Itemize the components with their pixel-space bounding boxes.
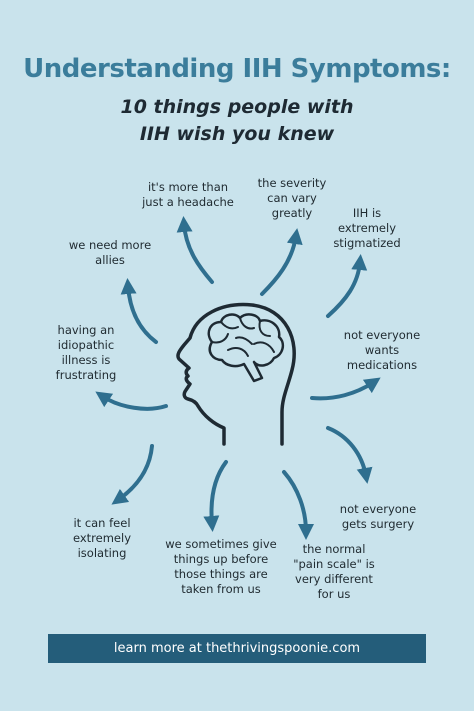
thing-more-than-headache: it's more than just a headache [142,180,234,209]
thing-give-things-up: we sometimes give things up before those… [165,537,277,596]
thing-severity-varies: the severity can vary greatly [257,176,327,220]
curved-arrow-icon [111,444,154,505]
subtitle-line-2: IIH wish you knew [139,123,335,145]
thing-stigmatized: IIH is extremely stigmatized [333,206,401,250]
curved-arrow-icon [326,254,368,318]
curved-arrow-icon [260,228,303,296]
curved-arrow-icon [326,426,373,484]
subtitle-line-1: 10 things people with [120,96,354,118]
thing-idiopathic-frustrating: having an idiopathic illness is frustrat… [55,323,117,382]
thing-need-allies: we need more allies [68,238,152,267]
curved-arrow-icon [203,460,228,532]
footer-link-text[interactable]: learn more at thethrivingspoonie.com [113,641,361,656]
thing-medications: not everyone wants medications [343,328,421,372]
head-with-brain-icon [176,302,296,446]
thing-isolating: it can feel extremely isolating [72,516,132,560]
thing-pain-scale: the normal "pain scale" is very differen… [293,542,375,601]
curved-arrow-icon [176,216,214,284]
footer-link-banner[interactable]: learn more at thethrivingspoonie.com [48,634,426,663]
curved-arrow-icon [310,377,381,401]
page-subtitle: 10 things people with IIH wish you knew [0,94,474,148]
curved-arrow-icon [120,278,158,344]
curved-arrow-icon [282,470,314,540]
page-title: Understanding IIH Symptoms: [23,54,451,84]
thing-surgery: not everyone gets surgery [339,502,417,531]
curved-arrow-icon [95,391,168,411]
